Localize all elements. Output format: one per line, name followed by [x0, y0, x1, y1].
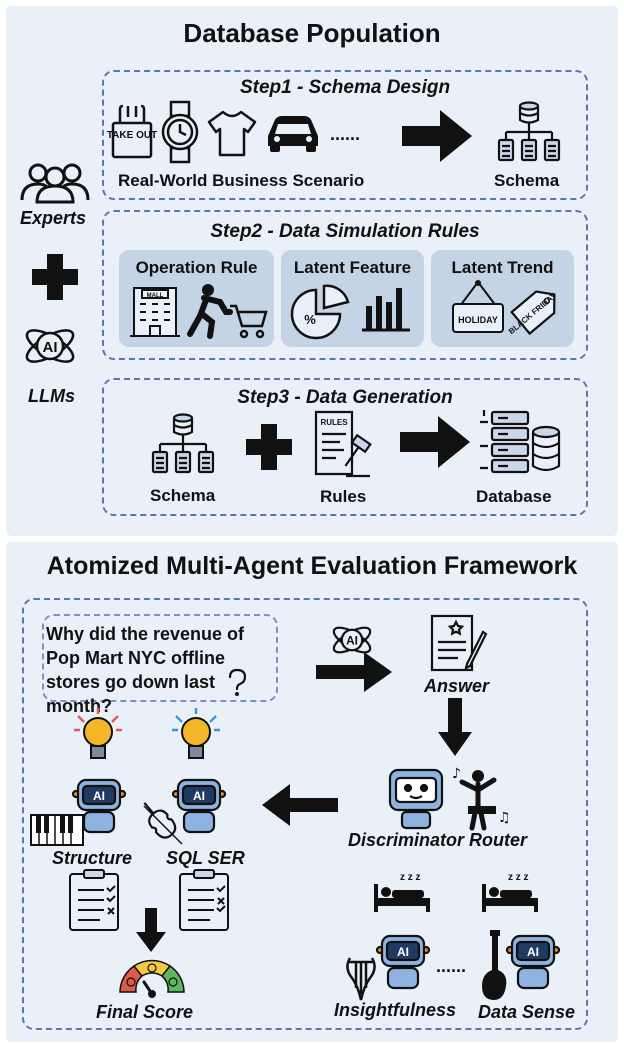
final-score-label: Final Score — [96, 1002, 194, 1022]
operation-rule-label: Operation Rule — [135, 258, 258, 277]
shopper-cart-icon — [187, 284, 268, 339]
svg-text:AI: AI — [43, 339, 58, 356]
llms-label: LLMs — [28, 386, 75, 406]
bar-chart-icon — [362, 288, 410, 332]
experts-icon — [20, 163, 90, 204]
right-arrow-icon — [402, 110, 472, 162]
step2-box — [102, 210, 588, 360]
router-robot-icon — [388, 768, 444, 830]
takeout-bag-icon: TAKE OUT — [107, 104, 157, 159]
mall-building-icon: MALL — [130, 287, 180, 337]
svg-text:♫: ♫ — [498, 810, 511, 826]
watch-icon — [161, 100, 199, 164]
score-gauge-icon — [119, 959, 185, 998]
database-server-icon — [480, 410, 561, 474]
sleeping-bed-icon: z z z — [482, 872, 538, 912]
step1-title: Step1 - Schema Design — [239, 77, 451, 98]
question-text: Why did the revenue of Pop Mart NYC offl… — [46, 624, 245, 716]
insightfulness-label: Insightfulness — [334, 1000, 457, 1020]
step1-left-label: Real-World Business Scenario — [118, 171, 365, 190]
sql-ser-label: SQL SER — [166, 848, 245, 868]
violin-icon — [143, 802, 183, 845]
pie-chart-icon: % — [290, 284, 350, 340]
step3-title: Step3 - Data Generation — [237, 387, 453, 408]
panel-title: Database Population — [183, 18, 441, 48]
ai-text: AI — [193, 789, 205, 803]
svg-text:AI: AI — [346, 635, 358, 648]
ai-text: AI — [527, 945, 539, 959]
schema-icon — [497, 101, 561, 162]
question-mark-icon — [228, 668, 247, 696]
svg-text:%: % — [304, 312, 316, 327]
experts-label: Experts — [20, 208, 87, 228]
ai-atom-icon: AI — [332, 626, 372, 654]
answer-label: Answer — [424, 676, 490, 696]
latent-feature-label: Latent Feature — [293, 258, 412, 277]
step3-schema-label: Schema — [150, 486, 216, 505]
data-sense-label: Data Sense — [478, 1002, 576, 1022]
left-arrow-icon — [262, 784, 338, 826]
step3-box — [102, 378, 588, 516]
down-arrow-icon — [438, 698, 472, 756]
plus-icon — [246, 424, 292, 470]
car-icon — [268, 116, 318, 152]
step1-right-label: Schema — [494, 171, 560, 190]
mall-text: MALL — [147, 293, 164, 299]
zzz-text: z z z — [508, 872, 529, 883]
checklist-icon — [179, 869, 229, 931]
sql-ser-agent-robot-icon: AI — [171, 778, 227, 834]
down-arrow-icon — [136, 908, 166, 952]
guitar-icon — [482, 930, 507, 1000]
answer-document-icon — [430, 614, 488, 672]
piano-keys-icon — [30, 814, 84, 846]
agents-ellipsis: ...... — [436, 956, 467, 976]
ai-text: AI — [397, 945, 409, 959]
structure-label: Structure — [52, 848, 133, 868]
lyre-icon — [346, 957, 376, 1001]
sleeping-bed-icon: z z z — [374, 872, 430, 912]
step1-ellipsis: ...... — [330, 124, 361, 144]
step1-box — [102, 70, 588, 200]
question-bubble — [42, 614, 278, 702]
lightbulb-icon — [74, 708, 122, 759]
framework-box — [22, 598, 588, 1030]
zzz-text: z z z — [400, 872, 421, 883]
router-label: Discriminator Router — [348, 830, 528, 850]
step3-database-label: Database — [476, 487, 552, 506]
rules-doc-text: RULES — [320, 418, 348, 427]
holiday-sign-icon: HOLIDAY — [452, 280, 504, 333]
svg-text:♪: ♪ — [452, 766, 461, 782]
schema-icon-step3 — [151, 413, 215, 474]
conductor-icon: ♪ ♫ — [452, 766, 511, 831]
ai-atom-icon: AI — [25, 329, 75, 363]
lightbulb-icon — [172, 708, 220, 759]
step2-title: Step2 - Data Simulation Rules — [210, 221, 480, 242]
latent-trend-label: Latent Trend — [451, 258, 554, 277]
panel-title: Atomized Multi-Agent Evaluation Framewor… — [46, 552, 578, 580]
right-arrow-icon — [316, 652, 392, 692]
tshirt-icon — [207, 110, 257, 157]
takeout-text: TAKE OUT — [107, 130, 157, 141]
checklist-icon — [69, 869, 119, 931]
rules-document-icon: RULES — [314, 410, 372, 478]
insightfulness-agent-robot-icon: AI — [375, 934, 431, 990]
data-sense-agent-robot-icon: AI — [505, 934, 561, 990]
right-arrow-icon — [400, 416, 470, 468]
step3-rules-label: Rules — [320, 487, 367, 506]
holiday-text: HOLIDAY — [458, 315, 498, 325]
structure-agent-robot-icon: AI — [71, 778, 127, 834]
black-friday-tag-icon: BLACK FRIDAY — [507, 290, 559, 336]
ai-text: AI — [93, 789, 105, 803]
plus-icon — [32, 254, 78, 300]
